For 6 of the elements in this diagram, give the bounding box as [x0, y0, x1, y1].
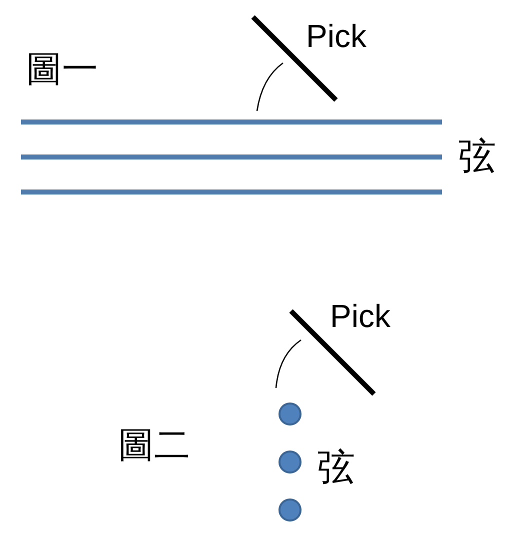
pick-label: Pick	[306, 20, 366, 52]
figure-label: 圖一	[26, 52, 98, 88]
figure-label: 圖二	[118, 428, 190, 464]
string-label: 弦	[317, 448, 355, 486]
pick-label: Pick	[330, 300, 390, 332]
string-label: 弦	[458, 137, 496, 175]
